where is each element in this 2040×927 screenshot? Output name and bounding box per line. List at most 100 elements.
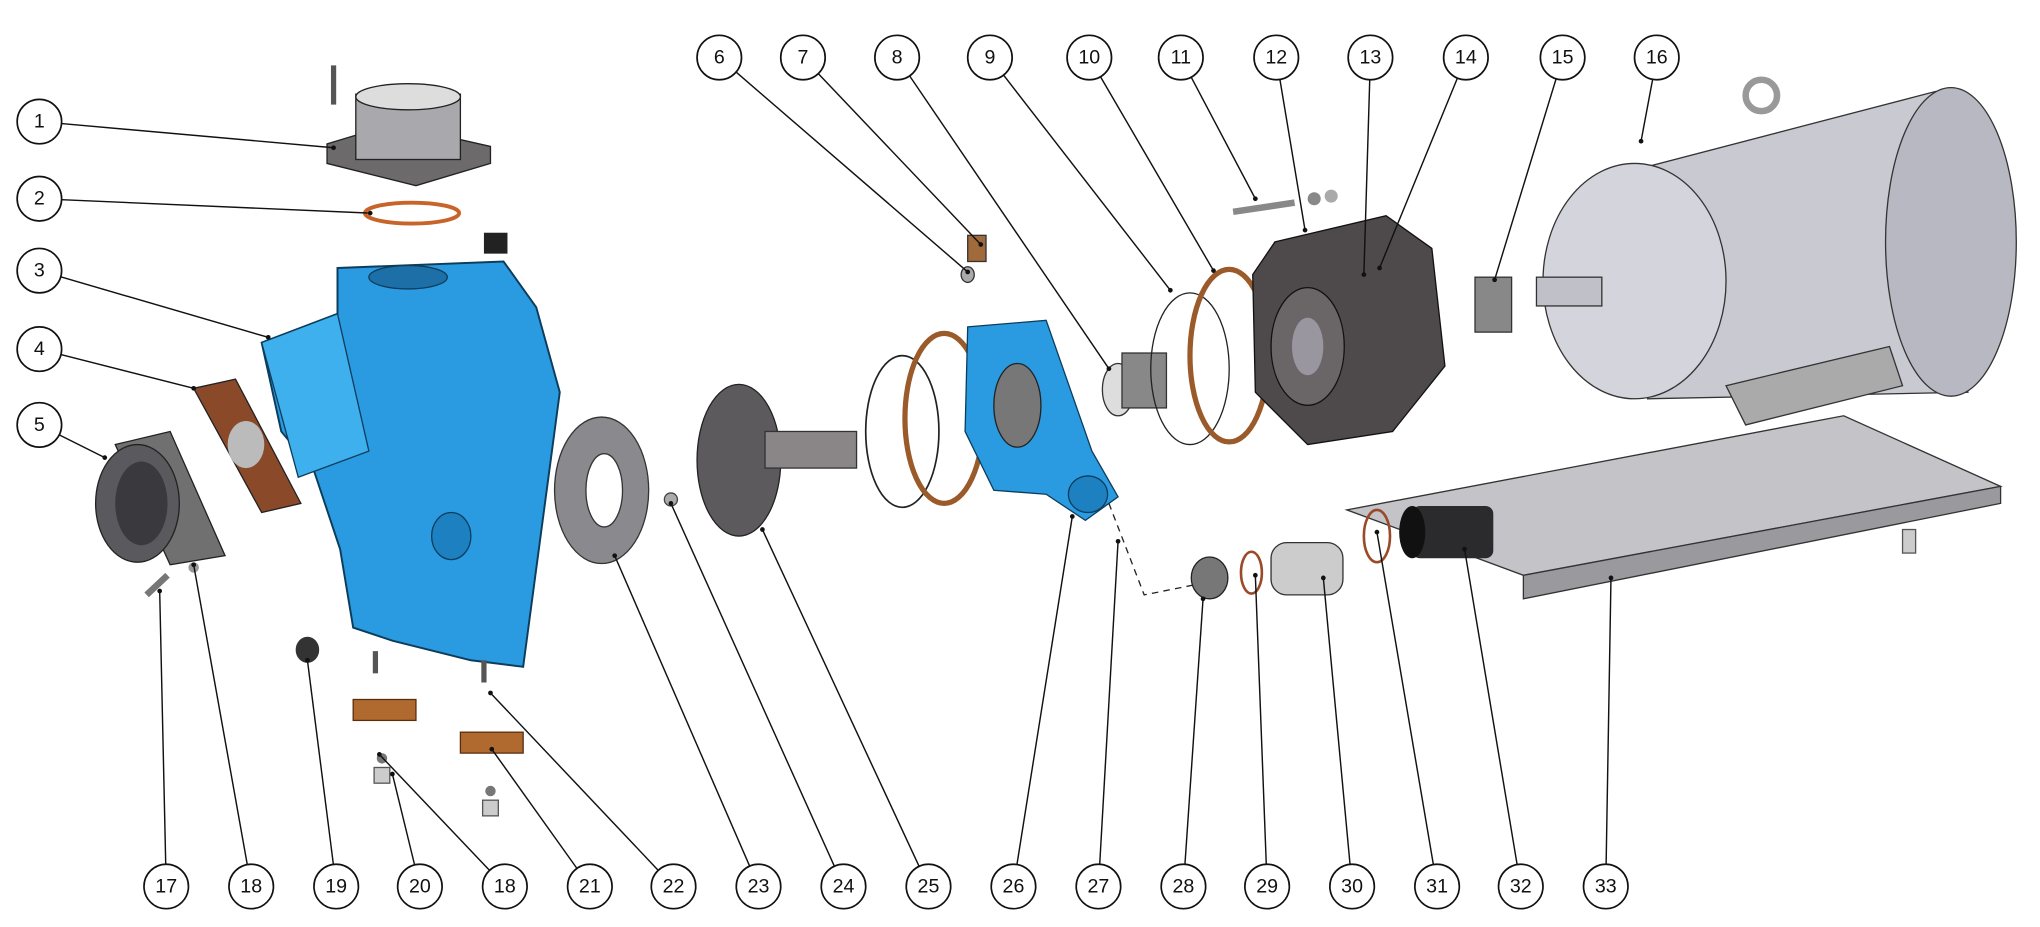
balloon-circle <box>1075 863 1122 910</box>
leader-line <box>61 122 334 149</box>
part-balloon-31: 31 <box>1414 863 1461 910</box>
leader-endpoint <box>191 385 197 391</box>
leader-endpoint <box>1361 272 1367 277</box>
leader-endpoint <box>1069 514 1075 519</box>
part-balloon-25: 25 <box>905 863 952 910</box>
leader-line <box>1099 76 1215 272</box>
leader-line <box>1376 532 1435 865</box>
leader-line <box>1184 598 1204 865</box>
balloon-number: 12 <box>1265 47 1287 69</box>
leader-line <box>1098 541 1119 865</box>
part-balloon-28: 28 <box>1160 863 1207 910</box>
balloon-circle <box>1253 34 1300 81</box>
balloon-number: 32 <box>1510 875 1532 897</box>
leader-line <box>58 434 106 459</box>
fitting <box>967 234 987 263</box>
o-ring <box>362 200 462 226</box>
balloon-number: 13 <box>1359 47 1381 69</box>
part-balloon-12: 12 <box>1253 34 1300 81</box>
part-balloon-10: 10 <box>1066 34 1113 81</box>
leader-line <box>158 590 167 865</box>
leader-line <box>761 529 920 867</box>
balloon-circle <box>874 34 921 81</box>
part-balloon-3: 3 <box>16 247 63 294</box>
leader-endpoint <box>102 455 108 460</box>
shaft-coupling <box>1474 276 1513 333</box>
leader-line <box>61 198 371 214</box>
leader-line <box>1493 78 1557 281</box>
leader-endpoint <box>1462 546 1467 552</box>
part-balloon-29: 29 <box>1244 863 1291 910</box>
part-balloon-23: 23 <box>735 863 782 910</box>
spring <box>1270 541 1344 596</box>
part-balloon-13: 13 <box>1347 34 1394 81</box>
leader-endpoint <box>265 334 271 340</box>
leader-endpoint <box>1200 596 1206 602</box>
leader-endpoint <box>668 501 674 506</box>
balloon-circle <box>966 34 1014 81</box>
part-balloon-27: 27 <box>1075 863 1122 910</box>
balloon-circle <box>1497 863 1544 910</box>
balloon-number: 24 <box>833 875 855 897</box>
balloon-circle <box>16 98 63 145</box>
balloon-number: 17 <box>155 875 177 897</box>
leader-endpoint <box>1115 538 1121 544</box>
balloon-number: 10 <box>1078 47 1100 69</box>
balloon-circle <box>481 863 528 910</box>
part-balloon-8: 8 <box>874 34 921 81</box>
leader-line <box>491 748 578 869</box>
balloon-number: 18 <box>240 875 262 897</box>
leader-line <box>192 564 248 865</box>
part-balloon-21: 21 <box>566 863 613 910</box>
part-balloon-5: 5 <box>16 401 63 449</box>
sleeve <box>1399 505 1494 559</box>
part-balloon-14: 14 <box>1442 34 1489 81</box>
plug <box>483 232 508 254</box>
leader-endpoint <box>1302 227 1308 233</box>
part-balloon-1: 1 <box>16 98 63 145</box>
balloon-circle <box>1633 34 1680 81</box>
leader-line <box>378 753 491 871</box>
balloon-number: 1 <box>34 111 45 133</box>
balloon-number: 4 <box>34 338 45 360</box>
leader-line <box>909 75 1110 370</box>
part-balloon-22: 22 <box>650 863 697 910</box>
balloon-circle <box>650 863 697 910</box>
leader-endpoint <box>305 657 310 663</box>
leader-line <box>614 555 751 867</box>
electric-motor <box>1535 76 2017 426</box>
o-ring <box>864 354 940 509</box>
balloon-circle <box>905 863 952 910</box>
balloon-number: 27 <box>1088 875 1110 897</box>
leader-endpoint <box>1608 575 1614 581</box>
balloon-number: 7 <box>798 47 809 69</box>
leader-endpoint <box>965 269 971 275</box>
balloon-number: 33 <box>1595 875 1617 897</box>
impeller <box>696 383 858 537</box>
mounting-block <box>352 698 417 722</box>
part-balloon-4: 4 <box>16 326 63 373</box>
leader-line <box>1002 74 1171 291</box>
balloon-circle <box>228 863 275 910</box>
leader-line <box>1378 77 1459 269</box>
balloon-number: 14 <box>1455 47 1477 69</box>
pump-casing <box>260 260 561 668</box>
leader-endpoint <box>157 588 163 594</box>
leader-line <box>1322 577 1351 865</box>
leader-line <box>306 660 335 865</box>
leader-line <box>1640 79 1654 142</box>
leader-line <box>735 71 969 273</box>
part-balloon-2: 2 <box>16 175 63 222</box>
o-ring <box>1362 508 1392 564</box>
balloon-circle <box>1160 863 1207 910</box>
leader-endpoint <box>1252 572 1258 578</box>
part-balloon-15: 15 <box>1539 34 1586 81</box>
balloon-circle <box>16 326 63 373</box>
leader-line <box>1254 575 1267 865</box>
leader-endpoint <box>488 690 493 696</box>
balloon-number: 3 <box>34 260 45 282</box>
leader-line <box>60 276 269 339</box>
leader-endpoint <box>376 752 382 757</box>
balloon-number: 31 <box>1426 875 1448 897</box>
balloon-number: 15 <box>1552 47 1574 69</box>
